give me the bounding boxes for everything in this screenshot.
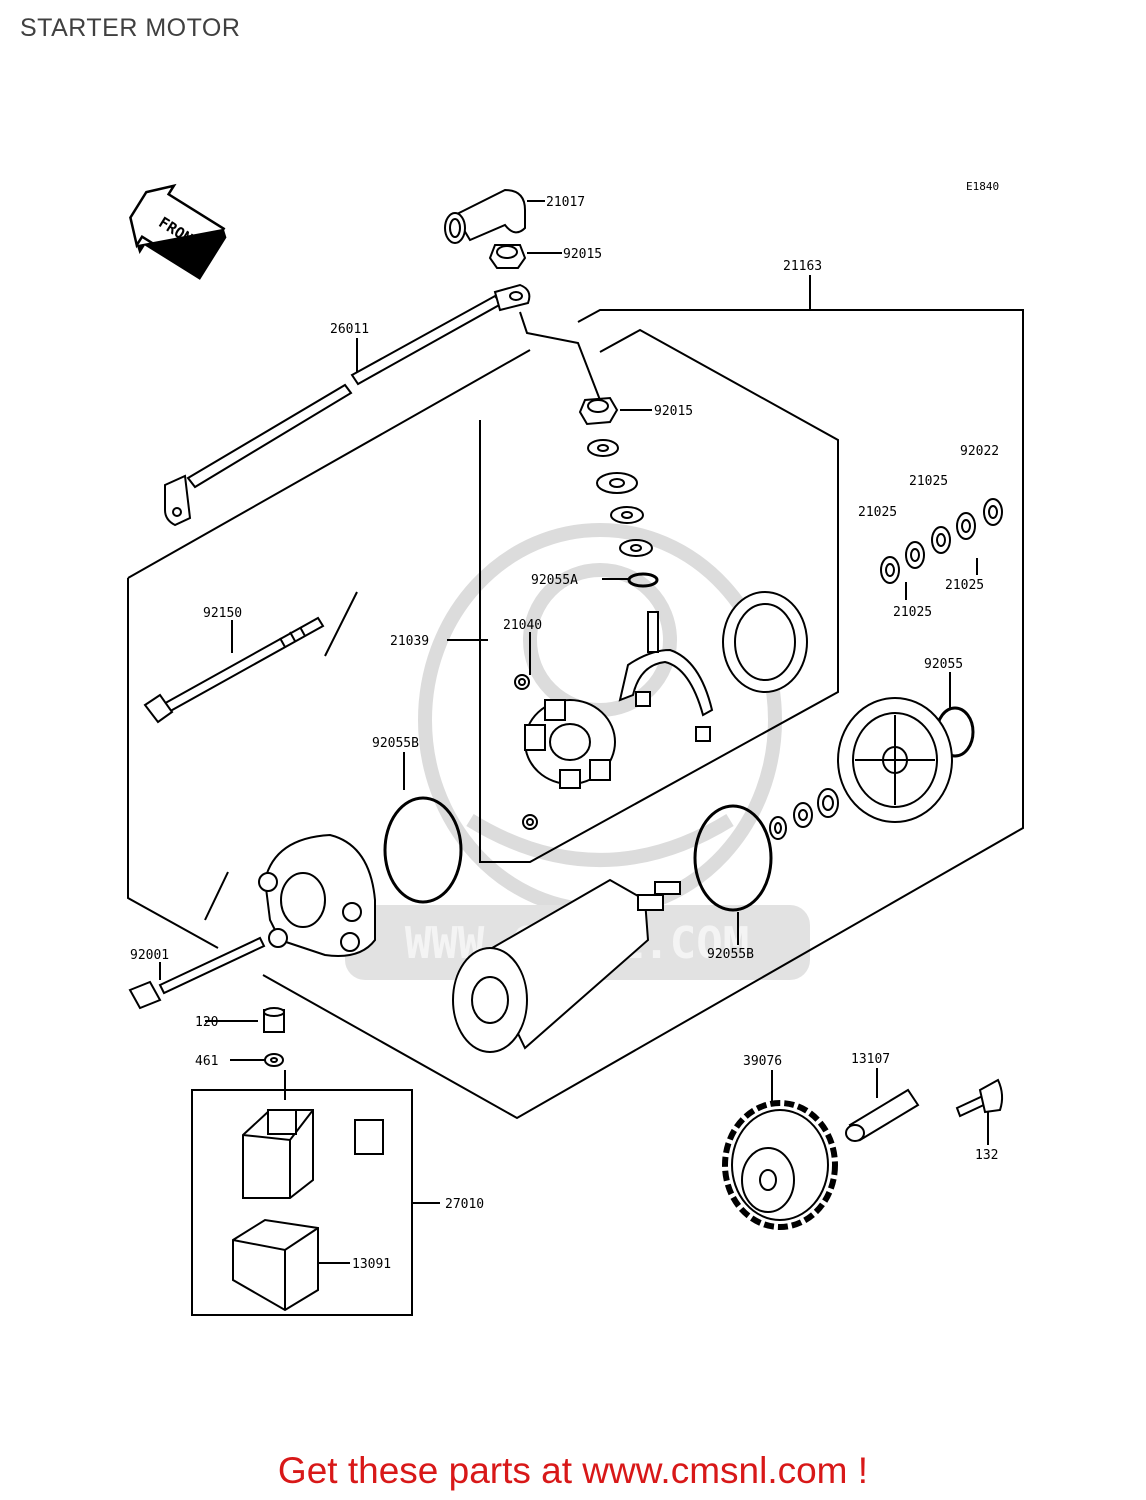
through-bolt: [143, 616, 325, 724]
fuse: [354, 1119, 384, 1155]
shaft-13107: [845, 1088, 920, 1142]
label-27010: 27010: [445, 1197, 484, 1212]
front-housing: [258, 833, 376, 957]
o-ring-92055b-left: [383, 796, 463, 904]
bolt-120: [263, 1007, 285, 1033]
code-label: E1840: [966, 180, 999, 193]
front-arrow-icon: [129, 183, 227, 280]
label-92015-mid: 92015: [654, 404, 693, 419]
starter-cable: [164, 283, 531, 527]
starter-motor-diagram: WWW.CMSNL.COM: [127, 180, 1024, 1316]
relay-holder-13091: [232, 1218, 319, 1312]
brush-cover: [722, 591, 808, 693]
label-92055b-left: 92055B: [372, 736, 419, 751]
label-21025-d: 21025: [893, 605, 932, 620]
terminal-boot: [444, 188, 526, 244]
relay-27010: [242, 1109, 314, 1199]
label-132: 132: [975, 1148, 998, 1163]
label-39076: 39076: [743, 1054, 782, 1069]
brush-plate: [524, 699, 616, 789]
part-labels: E1840 21017 92015 21163 26011 92015 9202…: [130, 180, 999, 1272]
brush-lead: [618, 611, 714, 742]
label-21040: 21040: [503, 618, 542, 633]
label-92055: 92055: [924, 657, 963, 672]
footer-link-text[interactable]: Get these parts at www.cmsnl.com !: [277, 1450, 869, 1491]
bolt-bracket: [204, 591, 358, 921]
bolt-132: [955, 1078, 1004, 1118]
label-13107: 13107: [851, 1052, 890, 1067]
label-92055a: 92055A: [531, 573, 578, 588]
nut-top: [488, 244, 527, 269]
washer-461: [264, 1053, 284, 1067]
label-21025-b: 21025: [858, 505, 897, 520]
label-13091: 13091: [352, 1257, 391, 1272]
end-cover: [837, 697, 953, 823]
label-120: 120: [195, 1015, 218, 1030]
footer-link[interactable]: Get these parts at www.cmsnl.com !: [0, 1450, 1146, 1492]
label-92150: 92150: [203, 606, 242, 621]
label-21017: 21017: [546, 195, 585, 210]
label-26011: 26011: [330, 322, 369, 337]
label-461: 461: [195, 1054, 218, 1069]
label-21163: 21163: [783, 259, 822, 274]
assembly-inner-outline: [479, 328, 839, 863]
label-92001: 92001: [130, 948, 169, 963]
label-21025-c: 21025: [945, 578, 984, 593]
washers-right: [880, 498, 1003, 584]
nut-middle: [578, 396, 619, 426]
assembly-21163-outline: [262, 309, 1024, 1120]
o-ring-92055b-right: [693, 804, 773, 912]
end-washers: [769, 788, 839, 840]
label-92015-top: 92015: [563, 247, 602, 262]
label-92055b-right: 92055B: [707, 947, 754, 962]
gear-39076: [722, 1100, 838, 1230]
brush-spring-a: [514, 674, 530, 690]
label-21025-a: 21025: [909, 474, 948, 489]
left-bracket-outline: [127, 349, 531, 949]
bolt-92001: [128, 936, 266, 1010]
label-21039: 21039: [390, 634, 429, 649]
brush-spring-b: [522, 814, 538, 830]
washer-stack: [587, 439, 659, 588]
motor-body: [452, 878, 681, 1053]
label-92022: 92022: [960, 444, 999, 459]
page-title: STARTER MOTOR: [20, 14, 241, 42]
